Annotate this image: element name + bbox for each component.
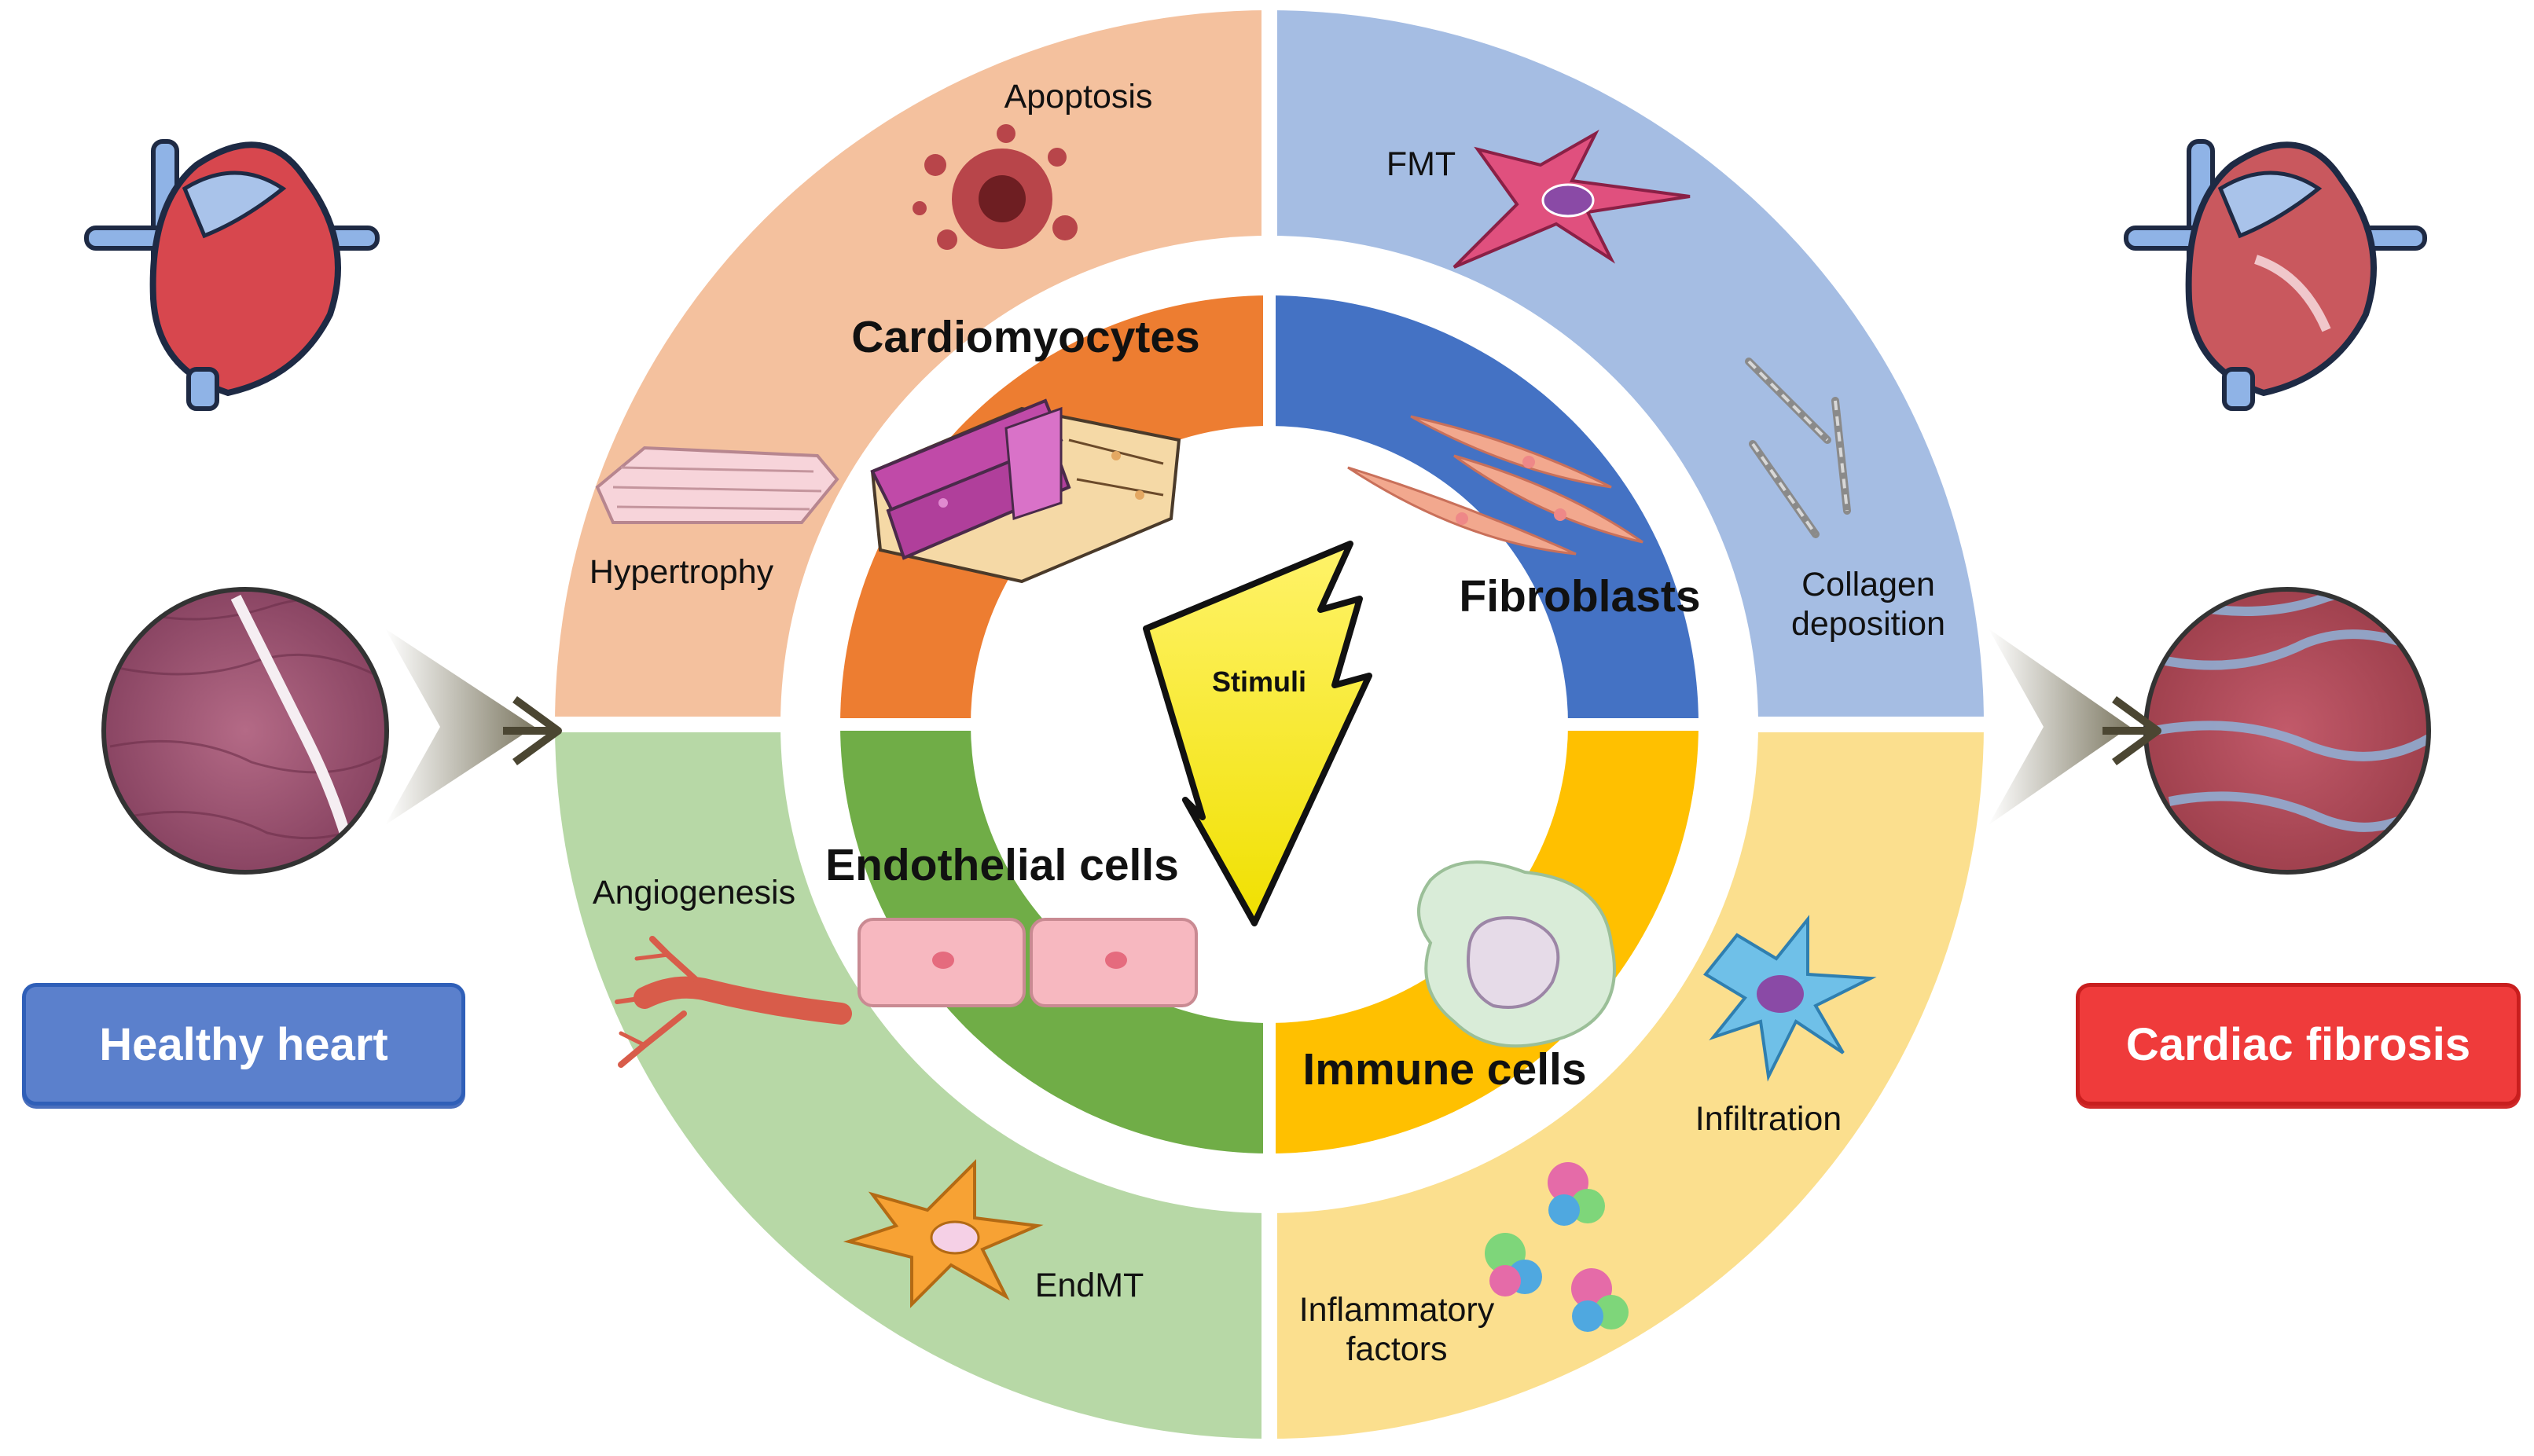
label-collagen-line1: Collagen: [1801, 566, 1935, 603]
label-collagen-line2: deposition: [1791, 605, 1945, 643]
label-fibroblasts: Fibroblasts: [1459, 571, 1700, 622]
cardiomyocyte-tissue-icon: [870, 398, 1181, 584]
label-immune-cells: Immune cells: [1302, 1044, 1586, 1095]
label-endothelial-cells: Endothelial cells: [825, 840, 1179, 890]
angiogenesis-vessel-icon: [615, 936, 852, 1068]
endothelial-cells-icon: [858, 918, 1198, 1007]
infiltration-immune-cell-icon: [1703, 915, 1877, 1082]
label-inflammatory-line1: Inflammatory: [1299, 1291, 1495, 1329]
endmt-cell-icon: [843, 1159, 1044, 1308]
label-cardiomyocytes: Cardiomyocytes: [851, 312, 1200, 362]
healthy-tissue-image: [101, 587, 389, 875]
immune-cell-icon: [1417, 860, 1616, 1048]
fmt-myofibroblast-icon: [1452, 129, 1691, 269]
fibroblast-cells-icon: [1347, 415, 1643, 556]
hypertrophy-fiber-icon: [595, 446, 839, 524]
lightning-bolt-icon: [1143, 541, 1372, 926]
cardiac-fibrosis-button: Cardiac fibrosis: [2076, 983, 2521, 1106]
healthy-to-ring-arrow: [385, 629, 562, 825]
label-angiogenesis: Angiogenesis: [593, 874, 795, 911]
inflammatory-factors-icon: [1485, 1162, 1629, 1332]
label-fmt: FMT: [1386, 145, 1456, 183]
stimuli-label: Stimuli: [1212, 666, 1306, 698]
healthy-heart-button: Healthy heart: [22, 983, 465, 1106]
healthy-heart-icon: [84, 139, 380, 411]
label-apoptosis: Apoptosis: [1004, 78, 1153, 116]
fibrotic-heart-icon: [2124, 139, 2427, 411]
label-hypertrophy: Hypertrophy: [589, 553, 774, 591]
label-inflammatory-line2: factors: [1346, 1330, 1447, 1368]
ring-to-fibrosis-arrow: [1989, 629, 2161, 825]
label-infiltration: Infiltration: [1695, 1100, 1842, 1138]
apoptosis-cell-icon: [913, 124, 1078, 250]
fibrotic-tissue-image: [2143, 587, 2431, 875]
label-endmt: EndMT: [1035, 1267, 1144, 1304]
